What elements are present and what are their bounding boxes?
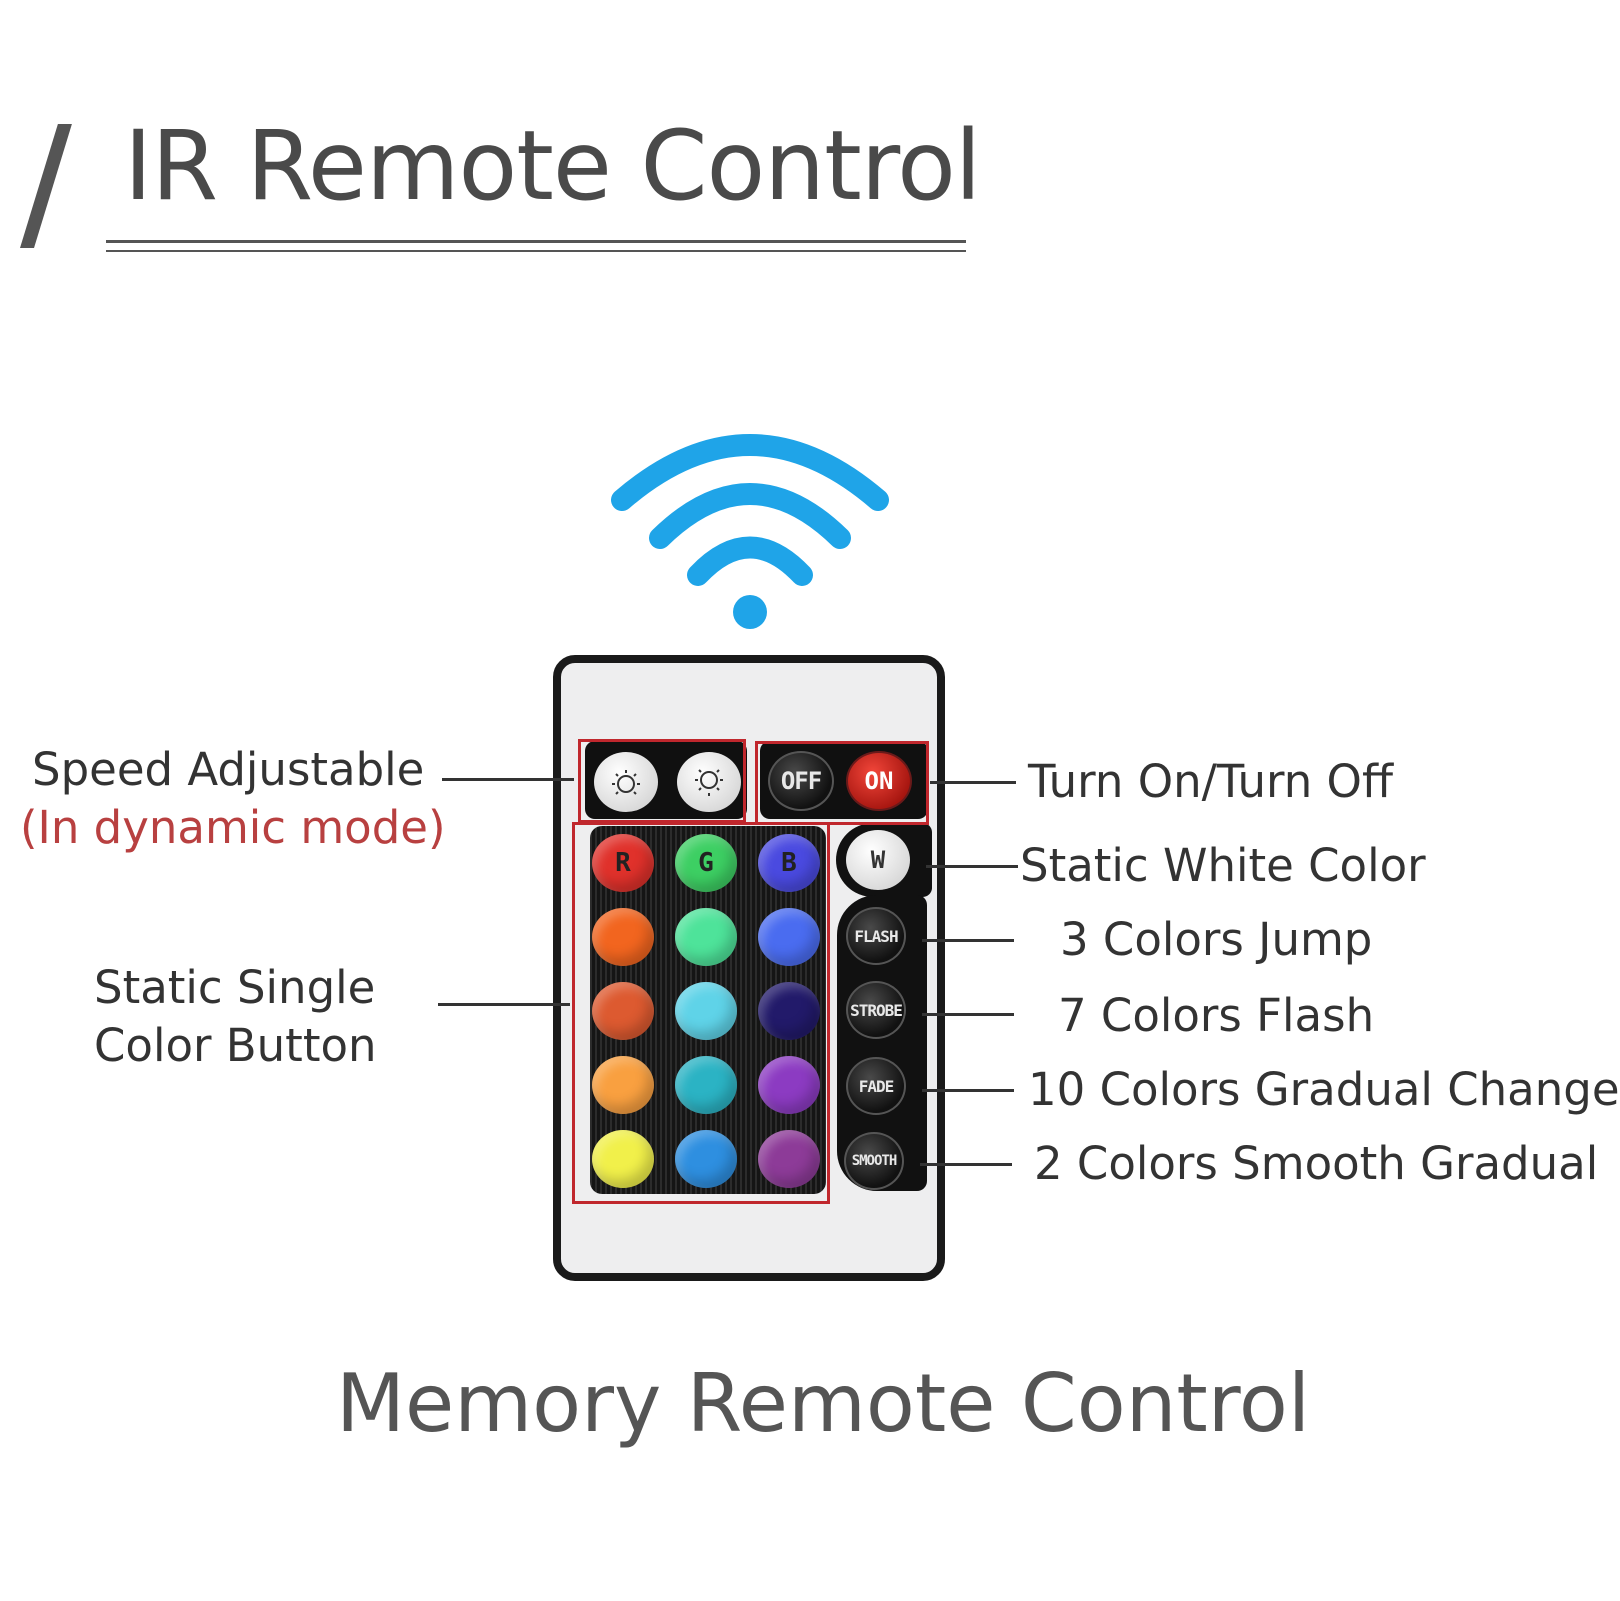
page-title: IR Remote Control [124,110,981,222]
color-button-8[interactable] [675,982,737,1040]
title-slash-decoration [20,124,72,248]
signal-arc-middle [649,483,851,549]
signal-arc-outer [611,434,889,511]
color-button-10[interactable] [592,1056,654,1114]
on-button[interactable]: ON [846,751,912,811]
flash-button[interactable]: FLASH [846,907,906,965]
color-button-6[interactable] [758,908,820,966]
callout-flash: 3 Colors Jump [1060,913,1373,966]
leader-white [926,865,1018,868]
color-button-1[interactable]: R [592,834,654,892]
leader-strobe [922,1013,1014,1016]
title-underline [106,240,966,243]
color-button-2[interactable]: G [675,834,737,892]
power-highlight-box [755,741,929,825]
speed-down-button[interactable] [594,752,658,812]
title-underline-secondary [106,250,966,252]
page-subtitle: Memory Remote Control [336,1357,1311,1450]
speed-highlight-box [578,739,746,823]
color-button-15[interactable] [758,1130,820,1188]
color-button-14[interactable] [675,1130,737,1188]
leader-fade [922,1089,1014,1092]
callout-speed: Speed Adjustable [32,743,425,796]
speed-down-icon [612,770,640,795]
color-button-5[interactable] [675,908,737,966]
callout-white: Static White Color [1020,839,1426,892]
signal-arc-inner [687,536,813,586]
speed-up-button[interactable] [677,752,741,812]
color-button-4[interactable] [592,908,654,966]
callout-smooth: 2 Colors Smooth Gradual [1034,1137,1599,1190]
leader-flash [922,939,1014,942]
leader-smooth [920,1163,1012,1166]
color-grid-highlight-box [572,822,830,1204]
leader-speed [442,778,574,781]
color-button-7[interactable] [592,982,654,1040]
color-button-11[interactable] [675,1056,737,1114]
signal-dot [733,595,767,629]
wifi-signal-icon [611,434,889,629]
leader-single [438,1003,570,1006]
callout-fade: 10 Colors Gradual Change [1028,1063,1620,1116]
callout-single-line1: Static Single [94,961,376,1014]
leader-power [930,781,1016,784]
color-button-13[interactable] [592,1130,654,1188]
callout-single-line2: Color Button [94,1019,377,1072]
fade-button[interactable]: FADE [846,1057,906,1115]
speed-up-icon [695,769,723,796]
off-button[interactable]: OFF [768,751,834,811]
color-button-9[interactable] [758,982,820,1040]
smooth-button[interactable]: SMOOTH [844,1132,904,1190]
strobe-button[interactable]: STROBE [846,981,906,1039]
white-button[interactable]: W [846,830,910,890]
color-button-3[interactable]: B [758,834,820,892]
callout-power: Turn On/Turn Off [1028,755,1393,808]
callout-speed-note: (In dynamic mode) [20,801,446,854]
color-button-12[interactable] [758,1056,820,1114]
callout-strobe: 7 Colors Flash [1058,989,1375,1042]
